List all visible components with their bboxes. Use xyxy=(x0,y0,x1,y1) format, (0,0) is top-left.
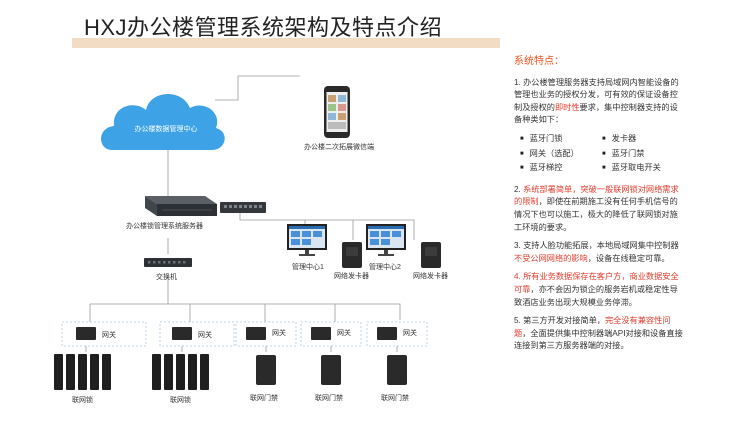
device-list: 蓝牙门锁 发卡器 网关（选配） 蓝牙门禁 蓝牙梯控 蓝牙取电开关 xyxy=(520,133,684,177)
feature-1: 1. 办公楼管理服务器支持局域网内智能设备的管理也业务的授权分发，可有效的保证设… xyxy=(514,77,679,125)
access-label-3: 联网门禁 xyxy=(381,395,409,402)
device-item: 蓝牙取电开关 xyxy=(602,162,684,175)
cloud-label: 办公楼数据管理中心 xyxy=(135,124,198,133)
lock-group-1 xyxy=(54,354,111,390)
lock-group-2 xyxy=(152,354,209,390)
device-item: 蓝牙门禁 xyxy=(602,148,684,161)
gateway-label-2: 网关 xyxy=(198,332,212,339)
gateway-icon-2 xyxy=(172,327,192,340)
feature-2: 2. 系统部署简单，突破一般联网锁对网络需求的限制，即使在前期施工没有任何手机信… xyxy=(514,184,679,232)
gateway-label-4: 网关 xyxy=(337,330,351,337)
server-label: 办公楼锁管理系统服务器 xyxy=(126,223,203,230)
feature-5: 5. 第三方开发对接简单，完全没有兼容性问题，全面提供集中控制器端API对接和设… xyxy=(514,316,683,351)
gateway-boxes xyxy=(61,321,428,347)
access-label-2: 联网门禁 xyxy=(315,395,343,402)
main-switch-icon xyxy=(220,202,266,213)
cloud-icon: 办公楼数据管理中心 xyxy=(101,93,225,150)
switch-label: 交换机 xyxy=(156,274,177,281)
server-icon xyxy=(145,196,217,216)
architecture-diagram: 办公楼数据管理中心 xyxy=(54,75,441,390)
device-item: 蓝牙梯控 xyxy=(520,162,602,175)
device-item: 发卡器 xyxy=(602,133,684,146)
gateway-label-3: 网关 xyxy=(272,330,286,337)
monitor-icon-2 xyxy=(366,224,406,256)
feature-4: 4. 所有业务数据保存在客户方，商业数据安全可靠，亦不会因为锁企的服务岩机或稳定… xyxy=(514,272,679,307)
phone-label: 办公楼二次拓展微信端 xyxy=(304,144,374,151)
access-label-1: 联网门禁 xyxy=(250,395,278,402)
gateway-icon-5 xyxy=(377,327,397,340)
card-reader-2-label: 网络发卡器 xyxy=(413,273,448,280)
page-title: HXJ办公楼管理系统架构及特点介绍 xyxy=(84,15,443,40)
card-reader-1-label: 网络发卡器 xyxy=(334,273,369,280)
device-item: 蓝牙门锁 xyxy=(520,133,602,146)
monitor-icon-1 xyxy=(287,224,327,256)
gateway-label-5: 网关 xyxy=(403,330,417,337)
lock-label-2: 联网锁 xyxy=(170,397,191,404)
gateway-icon-4 xyxy=(311,327,331,340)
feature-3: 3. 支持人脸功能拓展，本地局域网集中控制器不受公网网络的影响，设备在线稳定可靠… xyxy=(514,241,679,263)
mgmt-center-2-label: 管理中心2 xyxy=(369,264,401,271)
features-heading: 系统特点： xyxy=(514,56,564,67)
gateway-icon-3 xyxy=(246,327,266,340)
gateway-label-1: 网关 xyxy=(102,332,116,339)
card-reader-icon-2 xyxy=(421,242,441,268)
mgmt-center-1-label: 管理中心1 xyxy=(292,264,324,271)
card-reader-icon-1 xyxy=(342,242,362,268)
phone-icon xyxy=(324,86,350,138)
gateway-devices xyxy=(76,327,397,340)
gateway-icon-1 xyxy=(76,327,96,340)
lock-label-1: 联网锁 xyxy=(72,397,93,404)
access-readers xyxy=(256,355,407,385)
connection-lines xyxy=(89,75,415,322)
device-item: 网关（选配） xyxy=(520,148,602,161)
features-panel: 系统特点： 1. 办公楼管理服务器支持局域网内智能设备的管理也业务的授权分发，可… xyxy=(514,56,684,359)
switch-icon xyxy=(144,258,192,267)
title-underline xyxy=(72,38,500,48)
